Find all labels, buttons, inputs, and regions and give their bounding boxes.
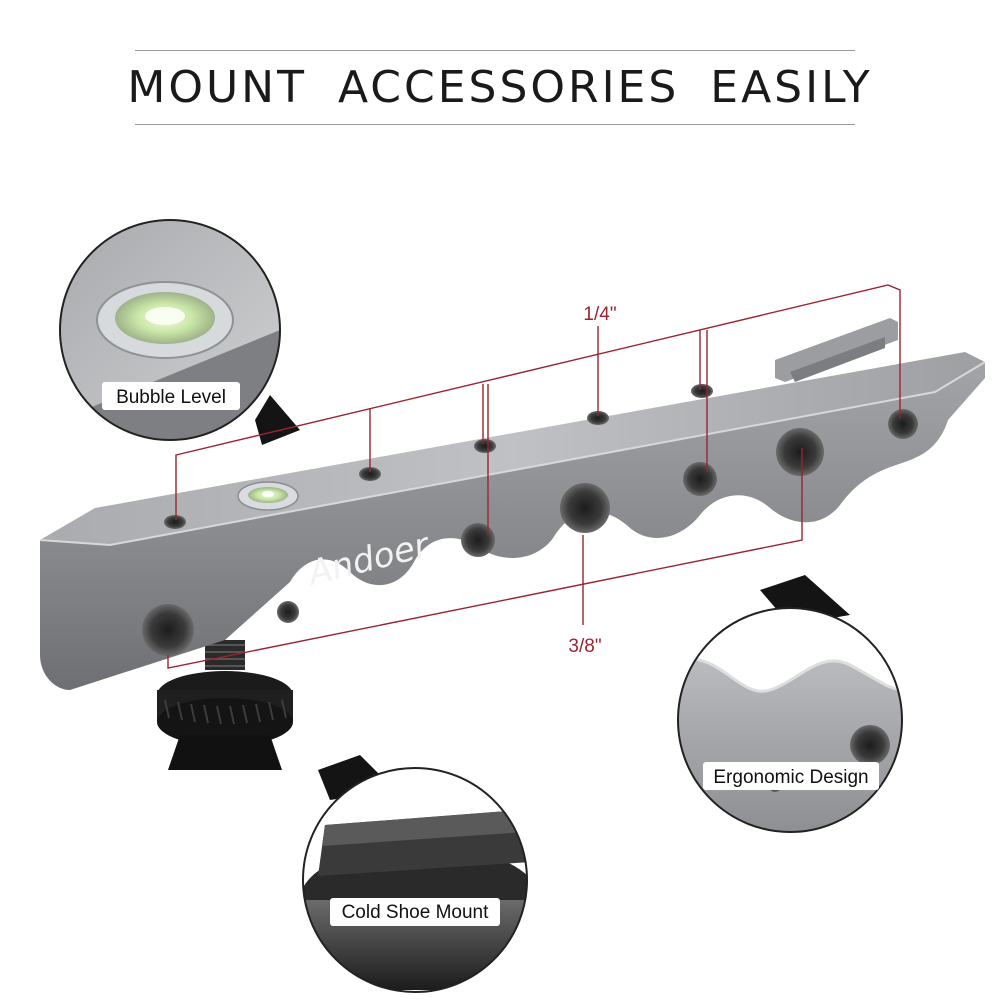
three-eighths-inch-label: 3/8" <box>568 636 601 657</box>
cold-shoe-adapter <box>157 640 293 770</box>
measurement-lines <box>167 284 901 669</box>
callout-bubble-level: Bubble Level <box>59 219 281 441</box>
page-title: MOUNT ACCESSORIES EASILY <box>127 62 873 113</box>
callout-cold-shoe-mount: Cold Shoe Mount <box>302 767 528 993</box>
handle-front-face <box>40 362 985 690</box>
ergonomic-design-label: Ergonomic Design <box>713 767 868 788</box>
quarter-inch-label: 1/4" <box>583 304 616 325</box>
bubble-level-label: Bubble Level <box>116 387 226 408</box>
top-rule <box>135 50 855 51</box>
front-holes <box>142 409 918 656</box>
cold-shoe-mount-label: Cold Shoe Mount <box>342 902 490 923</box>
callout-ergonomic-design: Ergonomic Design <box>677 607 903 833</box>
title-underline-rule <box>135 124 855 125</box>
bubble-level <box>237 481 299 511</box>
quarter-inch-holes-top <box>164 384 713 529</box>
shoe-rail <box>775 318 898 382</box>
callout-shadow <box>255 395 300 445</box>
